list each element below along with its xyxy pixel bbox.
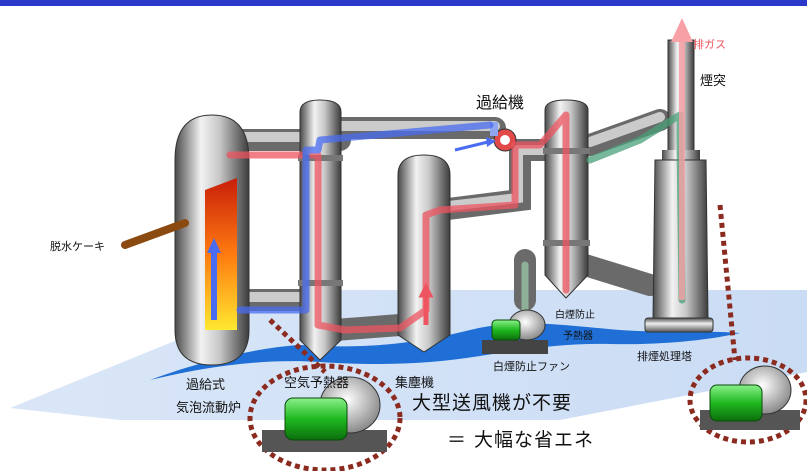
white-smoke-preheater-label-line2: 予熱器 (563, 331, 593, 342)
dust-collector-label: 集塵機 (395, 376, 435, 391)
flow-hot-gas (226, 111, 570, 334)
turbocharger-unit (490, 122, 517, 152)
furnace-label-line1: 過給式 (186, 378, 226, 393)
exhaust-gas-label: 排ガス (693, 38, 726, 51)
message-line1: 大型送風機が不要 (412, 392, 573, 414)
air-preheater-label: 空気予熱器 (284, 376, 350, 391)
white-smoke-fan-label: 白煙防止ファン (493, 360, 570, 373)
chimney-label: 煙突 (700, 74, 727, 89)
white-smoke-preheater-label-line1: 白煙防止 (555, 310, 595, 321)
turbocharger-label: 過給機 (476, 93, 525, 112)
dewatered-cake-label: 脱水ケーキ (50, 240, 105, 253)
exhaust-arrowhead (671, 18, 693, 42)
water-channel (150, 323, 740, 380)
blower-callout-left (247, 318, 403, 471)
furnace-label-line2: 気泡流動炉 (176, 401, 242, 416)
flow-air (236, 121, 494, 314)
flue-gas-tower-label: 排煙処理塔 (637, 350, 692, 363)
blower-callout-right (687, 204, 807, 445)
white-smoke-fan-unit (482, 309, 548, 354)
top-bar (0, 0, 807, 6)
message-line2: ＝ 大幅な省エネ (447, 429, 595, 451)
furnace-vessel (121, 114, 250, 366)
pipe-wsp-tower (574, 254, 661, 296)
